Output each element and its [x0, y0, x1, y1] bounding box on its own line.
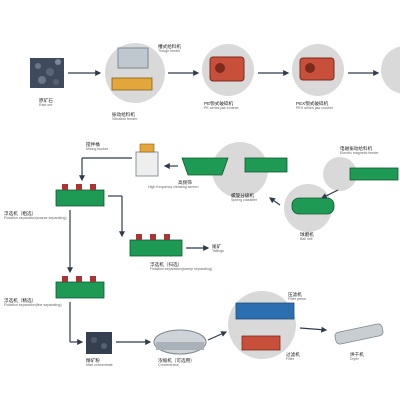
pe-crusher-machine	[209, 56, 245, 82]
arrow-feeder-to-mill	[320, 189, 339, 199]
thickener-label: 浓缩机（可选用）Concentrator	[158, 358, 195, 368]
pex-crusher-machine	[299, 57, 335, 81]
flotation-coarse-node	[55, 184, 105, 207]
filter-node	[228, 291, 296, 359]
flotation-sweep-label: 浮选机（扫选）Flotation separation(sweep separa…	[150, 262, 213, 272]
raw-ore-node	[30, 58, 64, 88]
flotation-sweep-machine	[129, 239, 183, 257]
dryer-node	[334, 323, 384, 345]
flotation-coarse-machine	[55, 189, 105, 207]
concentrate-image	[86, 332, 112, 354]
vibration-feeder-machine	[111, 77, 153, 91]
pex-crusher-node	[292, 44, 344, 96]
flotation-coarse-label: 浮选机（粗选）Flotation separation(coarse separ…	[4, 211, 67, 221]
screen-disc	[212, 142, 268, 198]
mixing-bucket-machine	[135, 151, 159, 177]
mixing-bucket-node	[135, 143, 159, 177]
filter-press-machine	[235, 302, 295, 320]
arrow-filter-to-dryer	[299, 326, 328, 333]
arrow-thickener-to-filter	[207, 331, 228, 341]
hf-screen-machine	[181, 157, 229, 176]
concentrate-node	[86, 332, 112, 354]
hf-screen-node	[181, 142, 288, 198]
trough-feeder-machine	[117, 47, 149, 69]
spiral-classifier-machine	[244, 157, 288, 173]
dryer-machine	[334, 323, 384, 345]
flotation-sweep-node	[129, 234, 183, 257]
ball-mill-machine	[291, 197, 335, 215]
feeder-node	[105, 43, 165, 103]
flow-arrows	[67, 70, 380, 345]
arrow-mill-to-spiral	[269, 197, 281, 206]
thickener-node	[153, 329, 207, 355]
flotation-fine-machine	[55, 281, 105, 299]
offscreen-disc	[381, 46, 400, 94]
flotation-fine-label: 浮选机（精选）Flotation separation(fine separat…	[4, 298, 62, 308]
ball-mill-node	[284, 157, 399, 232]
magnetic-feeder-machine	[349, 167, 399, 181]
flotation-fine-node	[55, 276, 105, 299]
pe-crusher-node	[202, 44, 254, 96]
filter-machine	[241, 335, 281, 351]
